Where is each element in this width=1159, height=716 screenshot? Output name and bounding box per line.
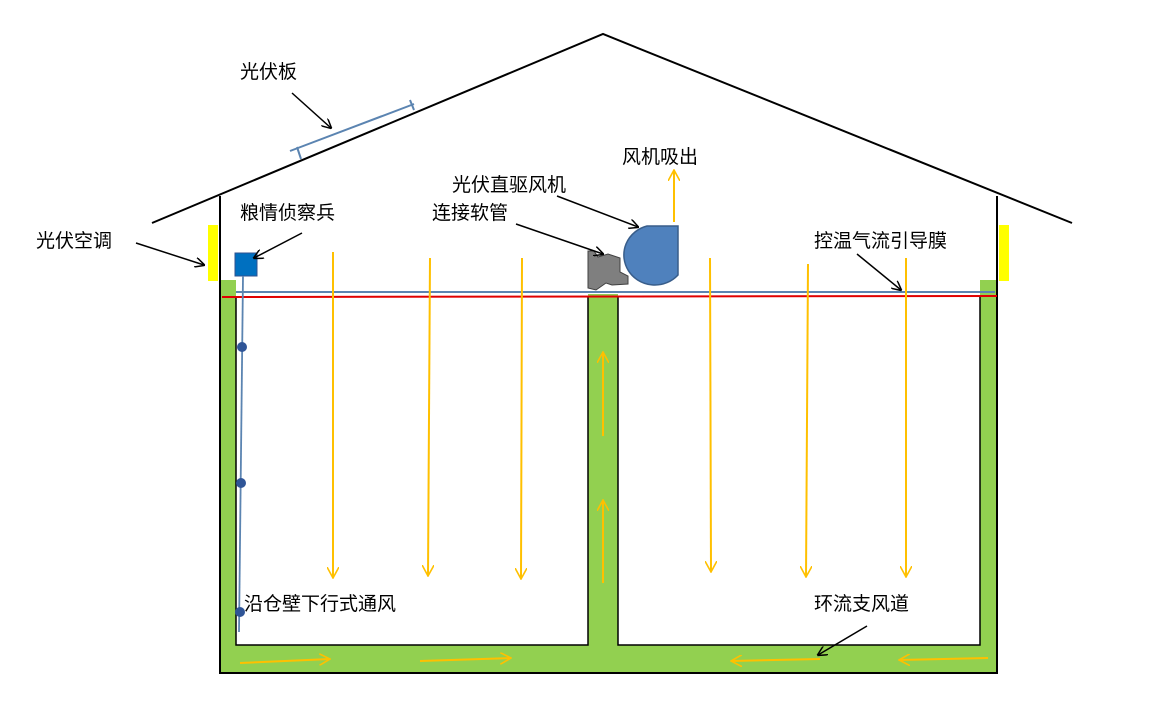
right-wall-duct xyxy=(980,280,997,673)
solar-ac-left xyxy=(208,225,218,281)
direct-drive-fan-icon xyxy=(623,225,679,286)
wall-downward-ventilation-label: 沿仓壁下行式通风 xyxy=(244,593,397,615)
grain-sensor-icon xyxy=(234,252,258,633)
label-leader-arrows xyxy=(135,92,901,655)
grain-sensor-label: 粮情侦察兵 xyxy=(240,202,336,224)
connecting-hose-icon xyxy=(587,250,629,291)
solar-ac-right xyxy=(999,225,1009,281)
left-bin-outline xyxy=(235,296,589,646)
center-duct xyxy=(588,294,618,673)
circulation-branch-duct-label: 环流支风道 xyxy=(814,593,910,615)
bottom-duct xyxy=(220,645,997,673)
outer-wall-outline xyxy=(219,280,998,674)
horizontal-airflow-arrows xyxy=(239,658,989,663)
connecting-hose-label: 连接软管 xyxy=(432,202,509,224)
right-bin-outline xyxy=(617,296,981,646)
solar-ac-label: 光伏空调 xyxy=(36,230,113,252)
fan-exhaust-label: 风机吸出 xyxy=(622,146,699,168)
direct-drive-fan-label: 光伏直驱风机 xyxy=(452,174,567,196)
solar-panel-icon xyxy=(289,99,415,160)
solar-panel-label: 光伏板 xyxy=(240,61,298,83)
downward-airflow-arrows xyxy=(333,252,906,579)
temp-control-membrane-label: 控温气流引导膜 xyxy=(814,230,948,252)
left-wall-duct xyxy=(220,280,236,673)
membrane-red-line xyxy=(221,295,998,298)
roof-line xyxy=(151,32,1073,224)
